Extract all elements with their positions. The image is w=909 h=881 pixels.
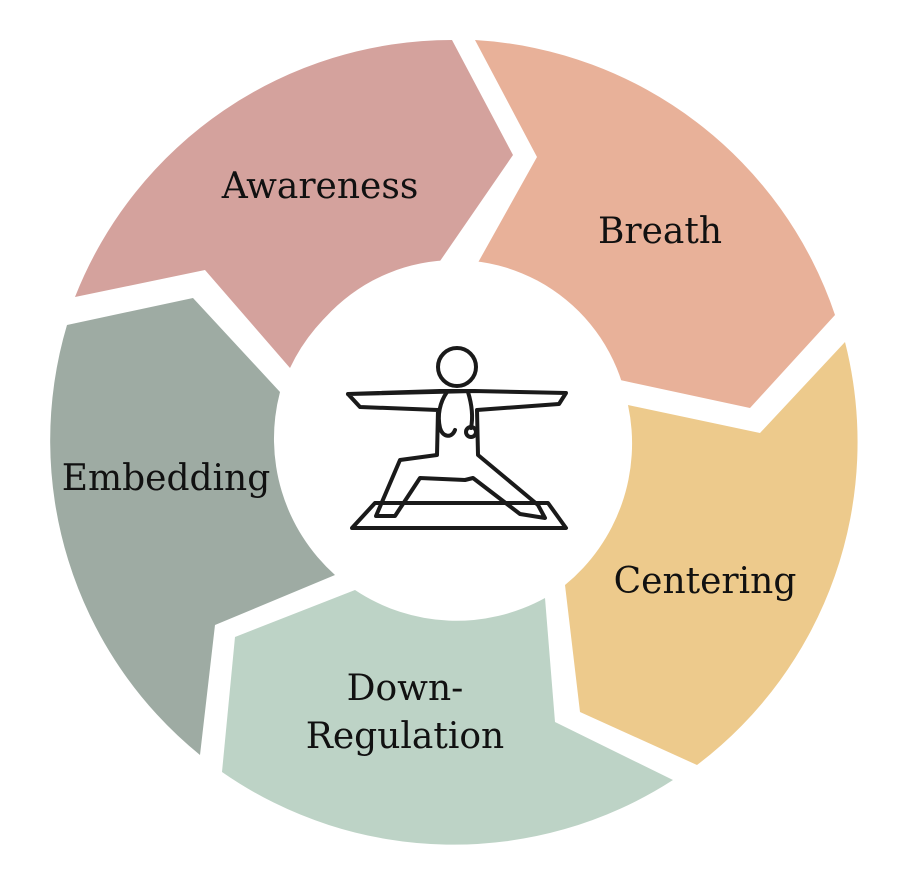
label-centering: Centering [614,561,797,602]
label-down-regulation-line2: Regulation [306,716,504,757]
yoga-warrior-pose-icon [346,346,568,530]
label-embedding: Embedding [62,458,271,499]
segment-embedding [50,298,336,755]
segment-down-regulation [222,590,673,845]
yoga-mat-icon [350,501,568,530]
head-icon [436,346,478,388]
stethoscope-chestpiece-icon [464,425,478,439]
label-awareness: Awareness [221,166,419,207]
label-breath: Breath [598,211,722,252]
segment-centering [565,342,858,765]
segment-breath [475,40,835,408]
label-down-regulation-line1: Down- [347,668,464,709]
segment-awareness [75,40,513,368]
center-circle [280,260,630,610]
